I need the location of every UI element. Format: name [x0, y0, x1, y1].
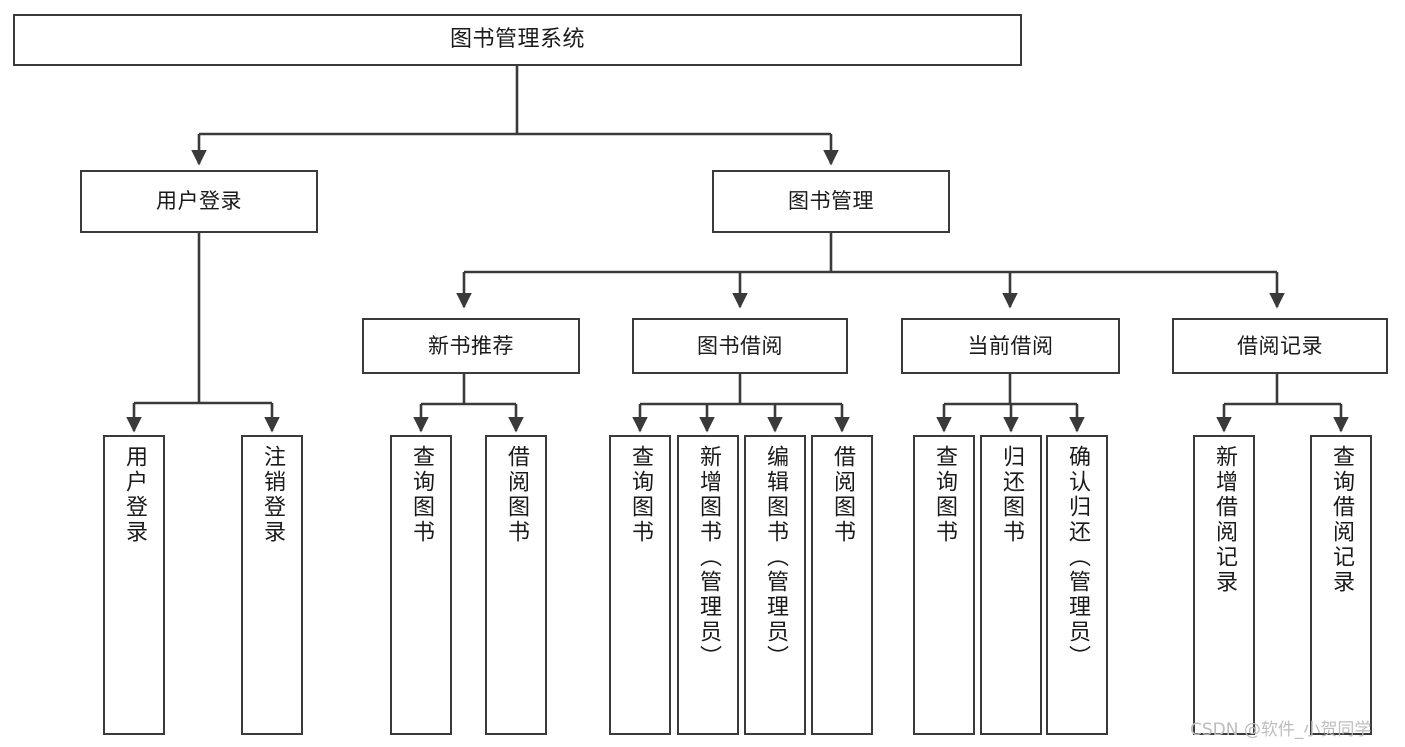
leaf-current-borrow-3[interactable]: 确认归还（管理员） [1046, 435, 1108, 735]
node-borrow-record-label: 借阅记录 [1237, 333, 1323, 358]
leaf-user-login-1[interactable]: 用户登录 [103, 435, 165, 735]
leaf-borrow-record-1[interactable]: 新增借阅记录 [1193, 435, 1255, 735]
node-user-login-label: 用户登录 [156, 189, 242, 214]
leaf-new-book-2[interactable]: 借阅图书 [485, 435, 547, 735]
node-book-management-label: 图书管理 [788, 189, 874, 214]
leaf-new-book-2-label: 借阅图书 [504, 445, 529, 545]
leaf-borrow-book-1[interactable]: 查询图书 [609, 435, 671, 735]
node-book-borrow[interactable]: 图书借阅 [632, 318, 848, 374]
node-current-borrow-label: 当前借阅 [967, 333, 1054, 358]
node-new-book-recommend[interactable]: 新书推荐 [362, 318, 580, 374]
leaf-borrow-book-4-label: 借阅图书 [830, 445, 855, 545]
node-borrow-record[interactable]: 借阅记录 [1172, 318, 1388, 374]
node-root-label: 图书管理系统 [449, 27, 585, 53]
leaf-user-login-1-label: 用户登录 [122, 445, 147, 545]
leaf-user-login-2[interactable]: 注销登录 [241, 435, 303, 735]
leaf-current-borrow-2-label: 归还图书 [999, 445, 1024, 545]
node-new-book-recommend-label: 新书推荐 [428, 333, 514, 358]
leaf-current-borrow-2[interactable]: 归还图书 [980, 435, 1042, 735]
leaf-borrow-record-2-label: 查询借阅记录 [1329, 445, 1354, 595]
node-book-management[interactable]: 图书管理 [712, 170, 950, 233]
leaf-borrow-record-1-label: 新增借阅记录 [1212, 445, 1237, 595]
node-root[interactable]: 图书管理系统 [13, 14, 1022, 66]
leaf-borrow-book-3[interactable]: 编辑图书（管理员） [744, 435, 806, 735]
leaf-current-borrow-1[interactable]: 查询图书 [913, 435, 975, 735]
leaf-new-book-1[interactable]: 查询图书 [390, 435, 452, 735]
leaf-new-book-1-label: 查询图书 [409, 445, 434, 545]
leaf-current-borrow-1-label: 查询图书 [932, 445, 957, 545]
leaf-borrow-book-3-label: 编辑图书（管理员） [763, 445, 788, 670]
leaf-borrow-book-2-label: 新增图书（管理员） [696, 445, 721, 670]
leaf-current-borrow-3-label: 确认归还（管理员） [1065, 445, 1090, 670]
leaf-borrow-book-2[interactable]: 新增图书（管理员） [677, 435, 739, 735]
leaf-user-login-2-label: 注销登录 [260, 445, 285, 545]
node-current-borrow[interactable]: 当前借阅 [901, 318, 1120, 374]
node-book-borrow-label: 图书借阅 [697, 333, 783, 358]
leaf-borrow-record-2[interactable]: 查询借阅记录 [1310, 435, 1372, 735]
leaf-borrow-book-1-label: 查询图书 [628, 445, 653, 545]
leaf-borrow-book-4[interactable]: 借阅图书 [811, 435, 873, 735]
node-user-login[interactable]: 用户登录 [80, 170, 318, 233]
